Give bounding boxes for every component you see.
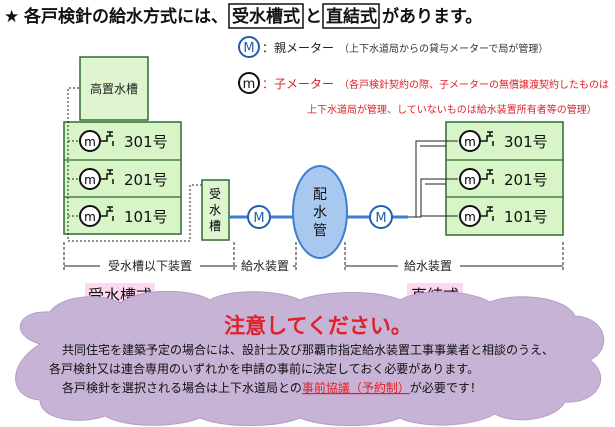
notice-cloud: 注意してください。 共同住宅を建築予定の場合には、設計士及び那覇市指定給水装置工…: [15, 290, 605, 426]
faucet-icon: [101, 206, 114, 221]
svg-text:m: m: [464, 135, 476, 149]
notice-title: 注意してください。: [224, 314, 412, 338]
term1-box: [228, 3, 304, 29]
child-symbol: m: [243, 77, 256, 92]
child-name: ：子メーター: [262, 77, 334, 91]
header-suffix: があります。: [382, 6, 482, 27]
parent-meter-legend-icon: [238, 36, 260, 58]
faucet-icon: [101, 169, 114, 184]
unit-label: 101号: [124, 208, 168, 226]
child-note-line1: （各戸検針契約の際、子メーターの無償譲渡契約したものは: [339, 78, 609, 91]
receiving-tank-box: [201, 179, 230, 241]
svg-text:m: m: [84, 210, 96, 224]
child-meter-icon: [79, 130, 101, 152]
faucet-icon: [101, 131, 114, 146]
elevated-tank-label: 高置水槽: [90, 81, 138, 96]
right-unit-101: m 101号: [459, 205, 548, 227]
term2-box: [322, 3, 380, 29]
notice-line3: 各戸検針を選択される場合は上下水道局との事前協議（予約制）が必要です！: [62, 380, 482, 395]
svg-text:m: m: [84, 173, 96, 187]
below-tank-label: 受水槽以下装置: [108, 259, 192, 273]
main-pipe-char3: 管: [313, 223, 327, 239]
right-unit-201: m 201号: [459, 168, 548, 190]
parent-name: ：親メーター: [262, 41, 334, 55]
riser-pipe: [67, 87, 202, 242]
child-meter-icon: [79, 205, 101, 227]
cloud-shape: [15, 290, 605, 426]
svg-text:M: M: [253, 211, 264, 226]
unit-label: 201号: [124, 171, 168, 189]
unit-label: 101号: [504, 208, 548, 226]
main-pipes: M M 配 水 管: [229, 165, 408, 259]
header-star: ★: [4, 7, 19, 27]
receiving-tank: 受 水 槽: [201, 179, 230, 241]
notice-line1: 共同住宅を建築予定の場合には、設計士及び那覇市指定給水装置工事事業者と相談のうえ…: [62, 342, 554, 357]
parent-meter-right: [369, 205, 393, 229]
header-term2: 直結式: [326, 6, 377, 27]
elevated-tank: [79, 56, 149, 121]
header: ★ 各戸検針の給水方式には、 受水槽式 と 直結式 があります。: [4, 3, 482, 29]
main-pipe-char1: 配: [313, 187, 327, 203]
left-unit-301: m 301号: [79, 130, 168, 152]
header-prefix: 各戸検針の給水方式には、: [23, 6, 228, 27]
header-joiner: と: [305, 7, 322, 27]
left-building: 高置水槽 m 301号 m 201号 m 101号: [63, 56, 202, 242]
parent-note: （上下水道局からの貸与メーターで局が管理）: [339, 42, 548, 55]
unit-label: 301号: [504, 133, 548, 151]
notice-line2: 各戸検針又は連合専用のいずれかを申請の事前に決定しておく必要があります。: [49, 361, 479, 376]
main-pipe-char2: 水: [313, 205, 327, 221]
left-unit-201: m 201号: [79, 168, 168, 190]
receiving-tank-char3: 槽: [209, 219, 221, 233]
receiving-tank-char2: 水: [209, 203, 221, 217]
faucet-icon: [481, 206, 494, 221]
unit-label: 301号: [124, 133, 168, 151]
unit-label: 201号: [504, 171, 548, 189]
parent-symbol: M: [243, 41, 254, 56]
notice-emphasis: 事前協議（予約制）: [302, 380, 410, 395]
supply-right-label: 給水装置: [404, 259, 452, 273]
right-unit-301: m 301号: [459, 130, 548, 152]
svg-text:M: M: [375, 211, 386, 226]
parent-meter-left: [247, 205, 271, 229]
supply-left-label: 給水装置: [241, 259, 289, 273]
child-meter-legend-icon: [238, 72, 260, 94]
child-meter-icon: [79, 168, 101, 190]
faucet-icon: [481, 169, 494, 184]
svg-text:m: m: [464, 210, 476, 224]
dimension-lines: 受水槽以下装置 給水装置 給水装置: [63, 242, 564, 273]
faucet-icon: [481, 131, 494, 146]
child-meter-icon: [459, 130, 481, 152]
child-meter-icon: [459, 168, 481, 190]
receiving-tank-char1: 受: [209, 187, 221, 201]
svg-text:m: m: [464, 173, 476, 187]
right-building: m 301号 m 201号 m 101号: [408, 121, 564, 236]
svg-text:m: m: [84, 135, 96, 149]
child-meter-icon: [459, 205, 481, 227]
child-note-line2: 上下水道局が管理、していないものは給水装置所有者等の管理）: [307, 103, 597, 116]
left-unit-101: m 101号: [79, 205, 168, 227]
legend: M ：親メーター （上下水道局からの貸与メーターで局が管理） m ：子メーター …: [238, 36, 609, 116]
header-term1: 受水槽式: [232, 6, 300, 27]
distribution-main: [292, 165, 348, 259]
